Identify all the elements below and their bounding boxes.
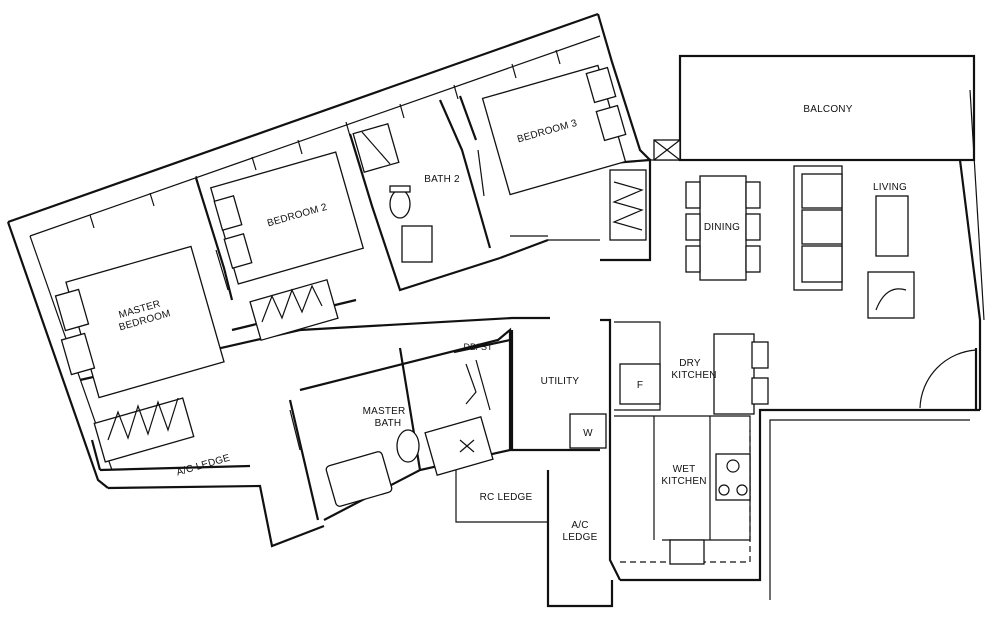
cooktop <box>715 453 751 501</box>
armchair <box>867 271 915 319</box>
living-wing-walls <box>455 54 985 608</box>
label-washer: W <box>583 428 593 439</box>
label-db-st: DB/ ST <box>463 342 493 352</box>
label-utility: UTILITY <box>541 376 580 387</box>
coffee-table <box>875 195 909 257</box>
label-ac-ledge-center-2: LEDGE <box>563 532 598 543</box>
label-rc-ledge: RC LEDGE <box>480 492 533 503</box>
bedroom-partitions <box>79 95 549 521</box>
label-balcony: BALCONY <box>803 104 852 115</box>
label-dry-kitchen-2: KITCHEN <box>671 370 716 381</box>
fridge <box>619 363 661 405</box>
label-living: LIVING <box>873 182 907 193</box>
label-master-bath-2: BATH <box>375 418 402 429</box>
label-bath2: BATH 2 <box>424 174 460 185</box>
label-master-bath-1: MASTER <box>363 406 406 417</box>
label-wet-kitchen-1: WET <box>673 464 696 475</box>
furniture <box>54 64 915 565</box>
toilet-master <box>396 429 420 463</box>
label-ac-ledge-center-1: A/C <box>571 520 588 531</box>
master-wardrobe <box>93 397 195 463</box>
washer <box>569 413 607 449</box>
bedroom3-wardrobe <box>609 169 647 241</box>
label-ac-ledge-left: A/C LEDGE <box>175 453 231 479</box>
master-bath-vanity <box>325 451 393 507</box>
label-wet-kitchen-2: KITCHEN <box>661 476 706 487</box>
label-fridge: F <box>637 380 643 391</box>
kitchen-sink <box>669 539 705 565</box>
toilet-bath2 <box>389 189 411 219</box>
label-dining: DINING <box>704 222 740 233</box>
label-dry-kitchen-1: DRY <box>679 358 701 369</box>
bedroom2-wardrobe <box>249 278 339 342</box>
